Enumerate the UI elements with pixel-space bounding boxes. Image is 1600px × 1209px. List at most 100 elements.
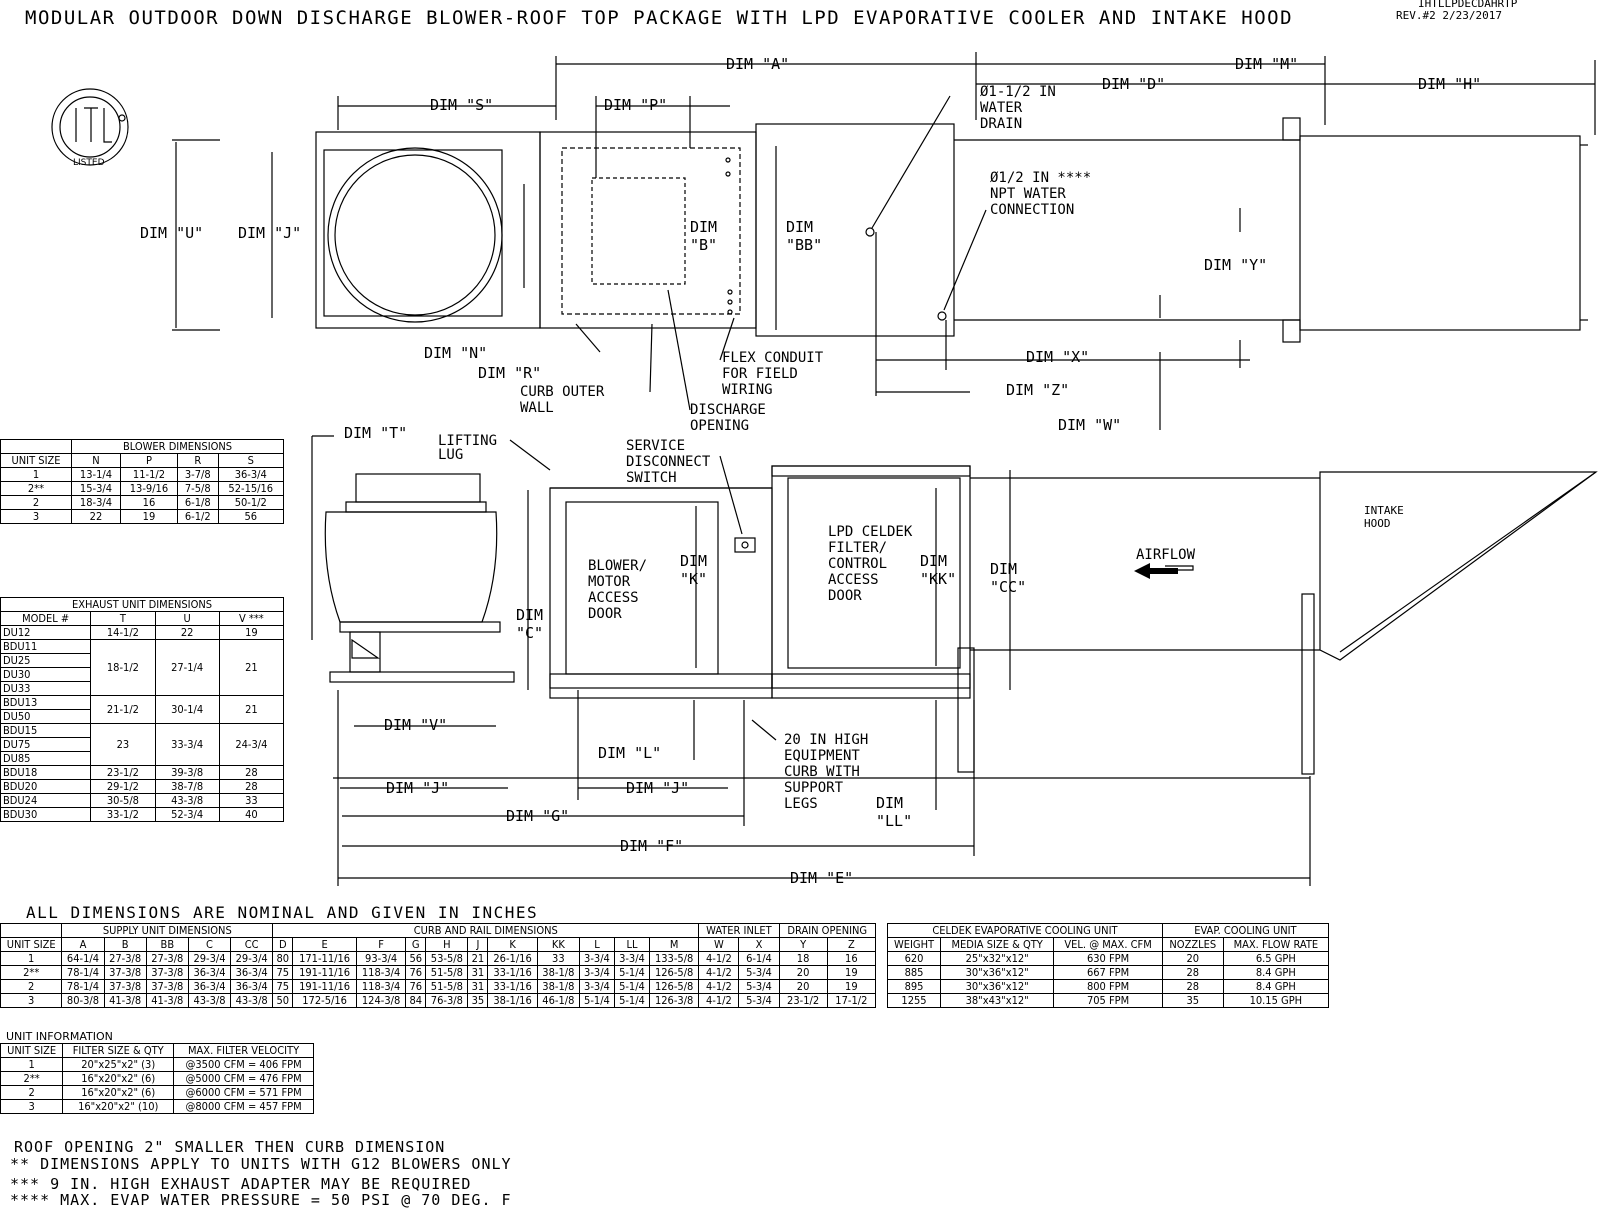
exhaust-table-cell: 14-1/2 xyxy=(90,625,156,640)
main-table-cell: 38-1/8 xyxy=(536,979,580,994)
dim-s-label: DIM "S" xyxy=(430,96,494,114)
main-table-cell: 76 xyxy=(405,965,427,980)
celdek-table-cell: 667 FPM xyxy=(1053,965,1163,980)
main-table-cell: 2 xyxy=(0,979,63,994)
main-table-cell: 18 xyxy=(778,951,828,966)
main-table-cell: 38-1/8 xyxy=(536,965,580,980)
celdek-table-cell: 25"x32"x12" xyxy=(940,951,1055,966)
intake-hood-label: INTAKE HOOD xyxy=(1364,504,1404,530)
exhaust-table-cell: 23-1/2 xyxy=(90,765,156,780)
celdek-table-cell: 20 xyxy=(1161,951,1224,966)
drawing-title: MODULAR OUTDOOR DOWN DISCHARGE BLOWER-RO… xyxy=(25,7,1294,29)
blower-table-cell: 13-1/4 xyxy=(71,467,121,482)
main-table-cell: 43-3/8 xyxy=(230,993,274,1008)
main-table-cell: 29-3/4 xyxy=(230,951,274,966)
main-table-cell: 3 xyxy=(0,993,63,1008)
main-table-cell: 41-3/8 xyxy=(103,993,147,1008)
unit-table-cell: 16"x20"x2" (6) xyxy=(62,1071,175,1086)
main-table-cell: 31 xyxy=(467,965,489,980)
celdek-table-header: NOZZLES xyxy=(1161,937,1224,952)
group-curb: CURB AND RAIL DIMENSIONS xyxy=(272,923,700,938)
dim-m-label: DIM "M" xyxy=(1235,55,1299,73)
main-table-cell: 36-3/4 xyxy=(230,965,274,980)
main-table-cell: 84 xyxy=(405,993,427,1008)
exhaust-model-name: DU30 xyxy=(1,667,91,681)
celdek-table-header: VEL. @ MAX. CFM xyxy=(1053,937,1163,952)
exhaust-model-name: DU12 xyxy=(3,626,31,639)
exhaust-table-cell: 28 xyxy=(218,765,285,780)
main-table-cell: 4-1/2 xyxy=(698,993,740,1008)
exhaust-model-name: BDU24 xyxy=(3,794,38,807)
unit-info-caption: UNIT INFORMATION xyxy=(6,1030,113,1043)
main-table-cell: 5-3/4 xyxy=(738,993,780,1008)
main-table-cell: 51-5/8 xyxy=(425,979,469,994)
main-table-header: M xyxy=(648,937,700,952)
main-table-cell: 37-3/8 xyxy=(103,979,147,994)
exhaust-table-header: U xyxy=(154,611,220,626)
blower-table-header: P xyxy=(119,453,179,468)
dim-bb-label: DIM "BB" xyxy=(786,218,823,254)
main-table-cell: 37-3/8 xyxy=(145,965,189,980)
exhaust-model-name: BDU20 xyxy=(3,780,38,793)
exhaust-table-cell: 21-1/2 xyxy=(90,695,156,724)
exhaust-table-cell: 43-3/8 xyxy=(154,793,220,808)
dim-e-label: DIM "E" xyxy=(790,869,854,887)
lifting-lug-label: LIFTING LUG xyxy=(438,433,498,463)
main-table-cell: 23-1/2 xyxy=(778,993,828,1008)
blower-table-cell: 52-15/16 xyxy=(217,481,285,496)
main-table-header: A xyxy=(61,937,105,952)
main-table-cell: 93-3/4 xyxy=(355,951,407,966)
exhaust-table-cell: 27-1/4 xyxy=(154,639,220,696)
main-table-cell: 64-1/4 xyxy=(61,951,105,966)
main-table-cell: 126-5/8 xyxy=(648,979,700,994)
main-table-cell: 19 xyxy=(826,979,877,994)
exhaust-model-cell: BDU24 xyxy=(0,793,92,808)
main-table-cell: 78-1/4 xyxy=(61,979,105,994)
blower-table-header: UNIT SIZE xyxy=(0,453,73,468)
main-table-cell: 36-3/4 xyxy=(187,965,232,980)
main-table-cell: 191-11/16 xyxy=(292,965,357,980)
main-table-cell: 3-3/4 xyxy=(578,979,615,994)
unit-table-cell: @5000 CFM = 476 FPM xyxy=(173,1071,314,1086)
main-table-cell: 36-3/4 xyxy=(187,979,232,994)
main-table-cell: 4-1/2 xyxy=(698,979,740,994)
blower-table-cell: 2 xyxy=(0,495,73,510)
main-table-cell: 16 xyxy=(826,951,877,966)
dim-g-label: DIM "G" xyxy=(506,807,570,825)
exhaust-table-cell: 21 xyxy=(218,695,285,724)
dim-n-label: DIM "N" xyxy=(424,344,488,362)
main-table-cell: 33-1/16 xyxy=(487,965,538,980)
main-table-header: F xyxy=(355,937,407,952)
water-drain-label: Ø1-1/2 IN WATER DRAIN xyxy=(980,84,1056,132)
blower-table-header: N xyxy=(71,453,121,468)
group-drain: DRAIN OPENING xyxy=(778,923,877,938)
main-table-cell: 80-3/8 xyxy=(61,993,105,1008)
blower-table-cell: 6-1/8 xyxy=(177,495,219,510)
main-table-cell: 46-1/8 xyxy=(536,993,580,1008)
dim-kk-label: DIM "KK" xyxy=(920,552,957,588)
exhaust-table-cell: 33-3/4 xyxy=(154,723,220,766)
blower-table-cell: 56 xyxy=(217,509,285,524)
curb-outer-wall-label: CURB OUTER WALL xyxy=(520,384,605,416)
blower-table-cell: 3 xyxy=(0,509,73,524)
main-table-cell: 56 xyxy=(405,951,427,966)
exhaust-table-cell: 40 xyxy=(218,807,285,822)
blower-table-header: R xyxy=(177,453,219,468)
main-table-header: E xyxy=(292,937,357,952)
main-table-cell: 118-3/4 xyxy=(355,965,407,980)
exhaust-model-cell: BDU20 xyxy=(0,779,92,794)
exhaust-table-cell: 21 xyxy=(218,639,285,696)
celdek-table-cell: 10.15 GPH xyxy=(1222,993,1330,1008)
main-table-cell: 5-1/4 xyxy=(613,979,650,994)
celdek-table-header: MAX. FLOW RATE xyxy=(1222,937,1330,952)
exhaust-table-cell: 28 xyxy=(218,779,285,794)
